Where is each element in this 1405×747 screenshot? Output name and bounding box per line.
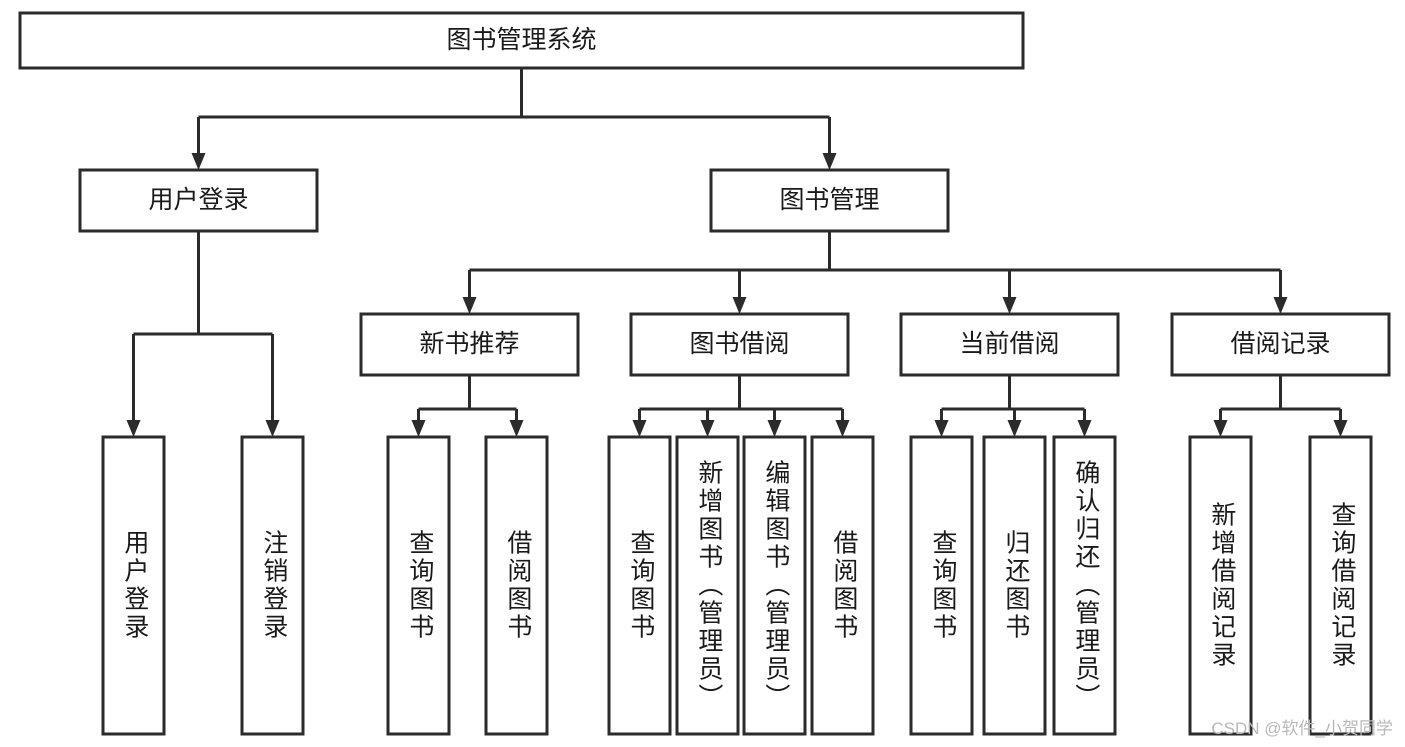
node-label-bb-edit-book: 编辑图书（管理员） bbox=[762, 460, 791, 712]
connector-arrowhead bbox=[822, 153, 837, 170]
node-label-book-borrow: 图书借阅 bbox=[689, 330, 789, 358]
connector-arrowhead bbox=[1273, 297, 1288, 314]
node-nbr-borrow-book[interactable]: 借阅图书 bbox=[484, 435, 549, 736]
node-label-br-add-record: 新增借阅记录 bbox=[1208, 502, 1237, 670]
node-cb-return-book[interactable]: 归还图书 bbox=[982, 435, 1047, 736]
node-book-borrow[interactable]: 图书借阅 bbox=[629, 312, 850, 377]
node-label-user-login-action: 用户登录 bbox=[121, 530, 150, 642]
node-box-cb-confirm-return[interactable] bbox=[1052, 435, 1117, 736]
node-layer: 图书管理系统用户登录用户登录注销登录图书管理新书推荐查询图书借阅图书图书借阅查询… bbox=[18, 11, 1391, 736]
node-label-borrow-record: 借阅记录 bbox=[1230, 330, 1330, 358]
node-box-nbr-borrow-book[interactable] bbox=[484, 435, 549, 736]
node-box-user-logout-action[interactable] bbox=[240, 435, 305, 736]
node-label-br-query-record: 查询借阅记录 bbox=[1328, 502, 1357, 670]
node-label-cb-query-book: 查询图书 bbox=[929, 530, 958, 642]
node-label-new-book-recommend: 新书推荐 bbox=[419, 330, 519, 358]
node-bb-add-book[interactable]: 新增图书（管理员） bbox=[675, 435, 740, 736]
connector-arrowhead bbox=[934, 420, 949, 437]
node-label-current-borrow: 当前借阅 bbox=[959, 330, 1059, 358]
connector-layer bbox=[126, 68, 1348, 437]
connector-arrowhead bbox=[835, 420, 850, 437]
node-label-nbr-query-book: 查询图书 bbox=[406, 530, 435, 642]
node-box-new-book-recommend[interactable] bbox=[359, 312, 580, 377]
node-bb-borrow-book[interactable]: 借阅图书 bbox=[810, 435, 875, 736]
node-cb-confirm-return[interactable]: 确认归还（管理员） bbox=[1052, 435, 1117, 736]
node-label-cb-return-book: 归还图书 bbox=[1002, 530, 1031, 642]
node-book-management[interactable]: 图书管理 bbox=[709, 168, 950, 233]
node-box-borrow-record[interactable] bbox=[1170, 312, 1391, 377]
connector-arrowhead bbox=[1007, 420, 1022, 437]
node-label-user-login: 用户登录 bbox=[148, 186, 248, 214]
node-nbr-query-book[interactable]: 查询图书 bbox=[386, 435, 451, 736]
node-new-book-recommend[interactable]: 新书推荐 bbox=[359, 312, 580, 377]
node-box-bb-borrow-book[interactable] bbox=[810, 435, 875, 736]
node-box-br-query-record[interactable] bbox=[1308, 435, 1373, 736]
connector-arrowhead bbox=[732, 297, 747, 314]
node-cb-query-book[interactable]: 查询图书 bbox=[909, 435, 974, 736]
node-br-add-record[interactable]: 新增借阅记录 bbox=[1188, 435, 1253, 736]
node-label-nbr-borrow-book: 借阅图书 bbox=[504, 530, 533, 642]
node-box-book-management[interactable] bbox=[709, 168, 950, 233]
node-box-bb-add-book[interactable] bbox=[675, 435, 740, 736]
node-box-user-login-action[interactable] bbox=[101, 435, 166, 736]
node-box-cb-return-book[interactable] bbox=[982, 435, 1047, 736]
connector-arrowhead bbox=[767, 420, 782, 437]
node-current-borrow[interactable]: 当前借阅 bbox=[899, 312, 1120, 377]
connector-arrowhead bbox=[411, 420, 426, 437]
connector-arrowhead bbox=[700, 420, 715, 437]
connector-arrowhead bbox=[1002, 297, 1017, 314]
node-label-user-logout-action: 注销登录 bbox=[260, 530, 289, 642]
connector-arrowhead bbox=[191, 153, 206, 170]
connector-arrowhead bbox=[1213, 420, 1228, 437]
node-label-bb-query-book: 查询图书 bbox=[627, 530, 656, 642]
connector-arrowhead bbox=[632, 420, 647, 437]
connector-arrowhead bbox=[509, 420, 524, 437]
node-box-bb-edit-book[interactable] bbox=[742, 435, 807, 736]
connector-arrowhead bbox=[1333, 420, 1348, 437]
node-box-br-add-record[interactable] bbox=[1188, 435, 1253, 736]
node-br-query-record[interactable]: 查询借阅记录 bbox=[1308, 435, 1373, 736]
connector-arrowhead bbox=[265, 420, 280, 437]
node-label-bb-add-book: 新增图书（管理员） bbox=[695, 460, 724, 712]
node-user-login-action[interactable]: 用户登录 bbox=[101, 435, 166, 736]
node-label-cb-confirm-return: 确认归还（管理员） bbox=[1072, 460, 1101, 712]
node-box-cb-query-book[interactable] bbox=[909, 435, 974, 736]
node-borrow-record[interactable]: 借阅记录 bbox=[1170, 312, 1391, 377]
node-box-book-borrow[interactable] bbox=[629, 312, 850, 377]
node-bb-query-book[interactable]: 查询图书 bbox=[607, 435, 672, 736]
node-root[interactable]: 图书管理系统 bbox=[18, 11, 1025, 70]
node-bb-edit-book[interactable]: 编辑图书（管理员） bbox=[742, 435, 807, 736]
node-box-current-borrow[interactable] bbox=[899, 312, 1120, 377]
connector-arrowhead bbox=[462, 297, 477, 314]
node-box-user-login[interactable] bbox=[78, 168, 319, 233]
connector-arrowhead bbox=[126, 420, 141, 437]
node-label-root: 图书管理系统 bbox=[446, 26, 596, 54]
node-label-book-management: 图书管理 bbox=[779, 186, 879, 214]
connector-arrowhead bbox=[1077, 420, 1092, 437]
node-box-bb-query-book[interactable] bbox=[607, 435, 672, 736]
node-box-nbr-query-book[interactable] bbox=[386, 435, 451, 736]
node-user-login[interactable]: 用户登录 bbox=[78, 168, 319, 233]
node-box-root[interactable] bbox=[18, 11, 1025, 70]
node-user-logout-action[interactable]: 注销登录 bbox=[240, 435, 305, 736]
node-label-bb-borrow-book: 借阅图书 bbox=[830, 530, 859, 642]
